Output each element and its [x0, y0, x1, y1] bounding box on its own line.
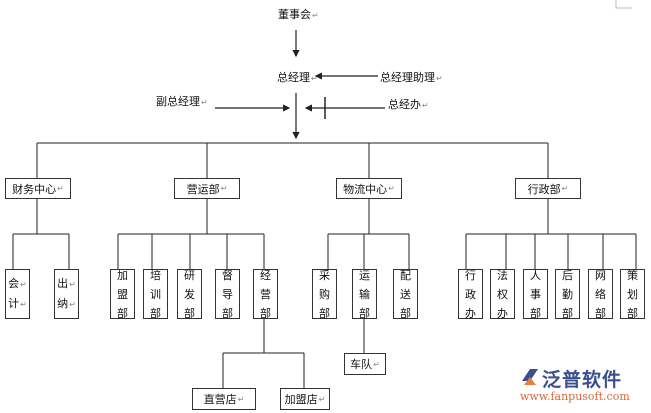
unit-rnd: 研 发 部: [177, 269, 202, 320]
watermark-logo: 泛普软件 www.fanpusoft.com: [520, 365, 650, 410]
unit-logistics-support: 后 勤 部: [555, 269, 580, 320]
unit-cashier: 出↵ 纳↵: [54, 269, 79, 319]
deputy-gm-label: 副总经理↵: [156, 95, 208, 108]
unit-fleet: 车队↵: [344, 353, 386, 375]
unit-network: 网 络 部: [588, 269, 613, 320]
unit-legal: 法 权 办: [490, 269, 515, 320]
unit-supervision: 督 导 部: [215, 269, 240, 320]
unit-accounting: 会↵ 计↵: [5, 269, 30, 319]
unit-training: 培 训 部: [143, 269, 168, 320]
unit-direct-store: 直营店↵: [192, 388, 256, 410]
unit-purchasing: 采 购 部: [312, 269, 337, 320]
dept-logistics: 物流中心↵: [336, 178, 402, 199]
unit-planning: 策 划 部: [620, 269, 645, 320]
unit-franchise: 加 盟 部: [110, 269, 135, 320]
gm-label: 总经理↵: [277, 71, 318, 84]
unit-admin-office: 行 政 办: [458, 269, 483, 320]
dept-admin: 行政部↵: [515, 178, 581, 199]
unit-business: 经 营 部: [253, 269, 278, 320]
unit-franchise-store: 加盟店↵: [280, 388, 330, 410]
page-corner-mark: [615, 0, 632, 9]
board-label: 董事会↵: [278, 8, 319, 21]
brand-url: www.fanpusoft.com: [520, 390, 630, 403]
unit-distribution: 配 送 部: [393, 269, 418, 320]
gm-office-label: 总经办↵: [388, 98, 429, 111]
unit-hr: 人 事 部: [523, 269, 548, 320]
unit-transport: 运 输 部: [352, 269, 377, 320]
brand-logo-icon: [522, 369, 538, 385]
brand-name: 泛普软件: [542, 369, 623, 391]
gm-assistant-label: 总经理助理↵: [380, 71, 443, 84]
dept-finance: 财务中心↵: [5, 178, 71, 199]
dept-operations: 营运部↵: [174, 178, 240, 199]
